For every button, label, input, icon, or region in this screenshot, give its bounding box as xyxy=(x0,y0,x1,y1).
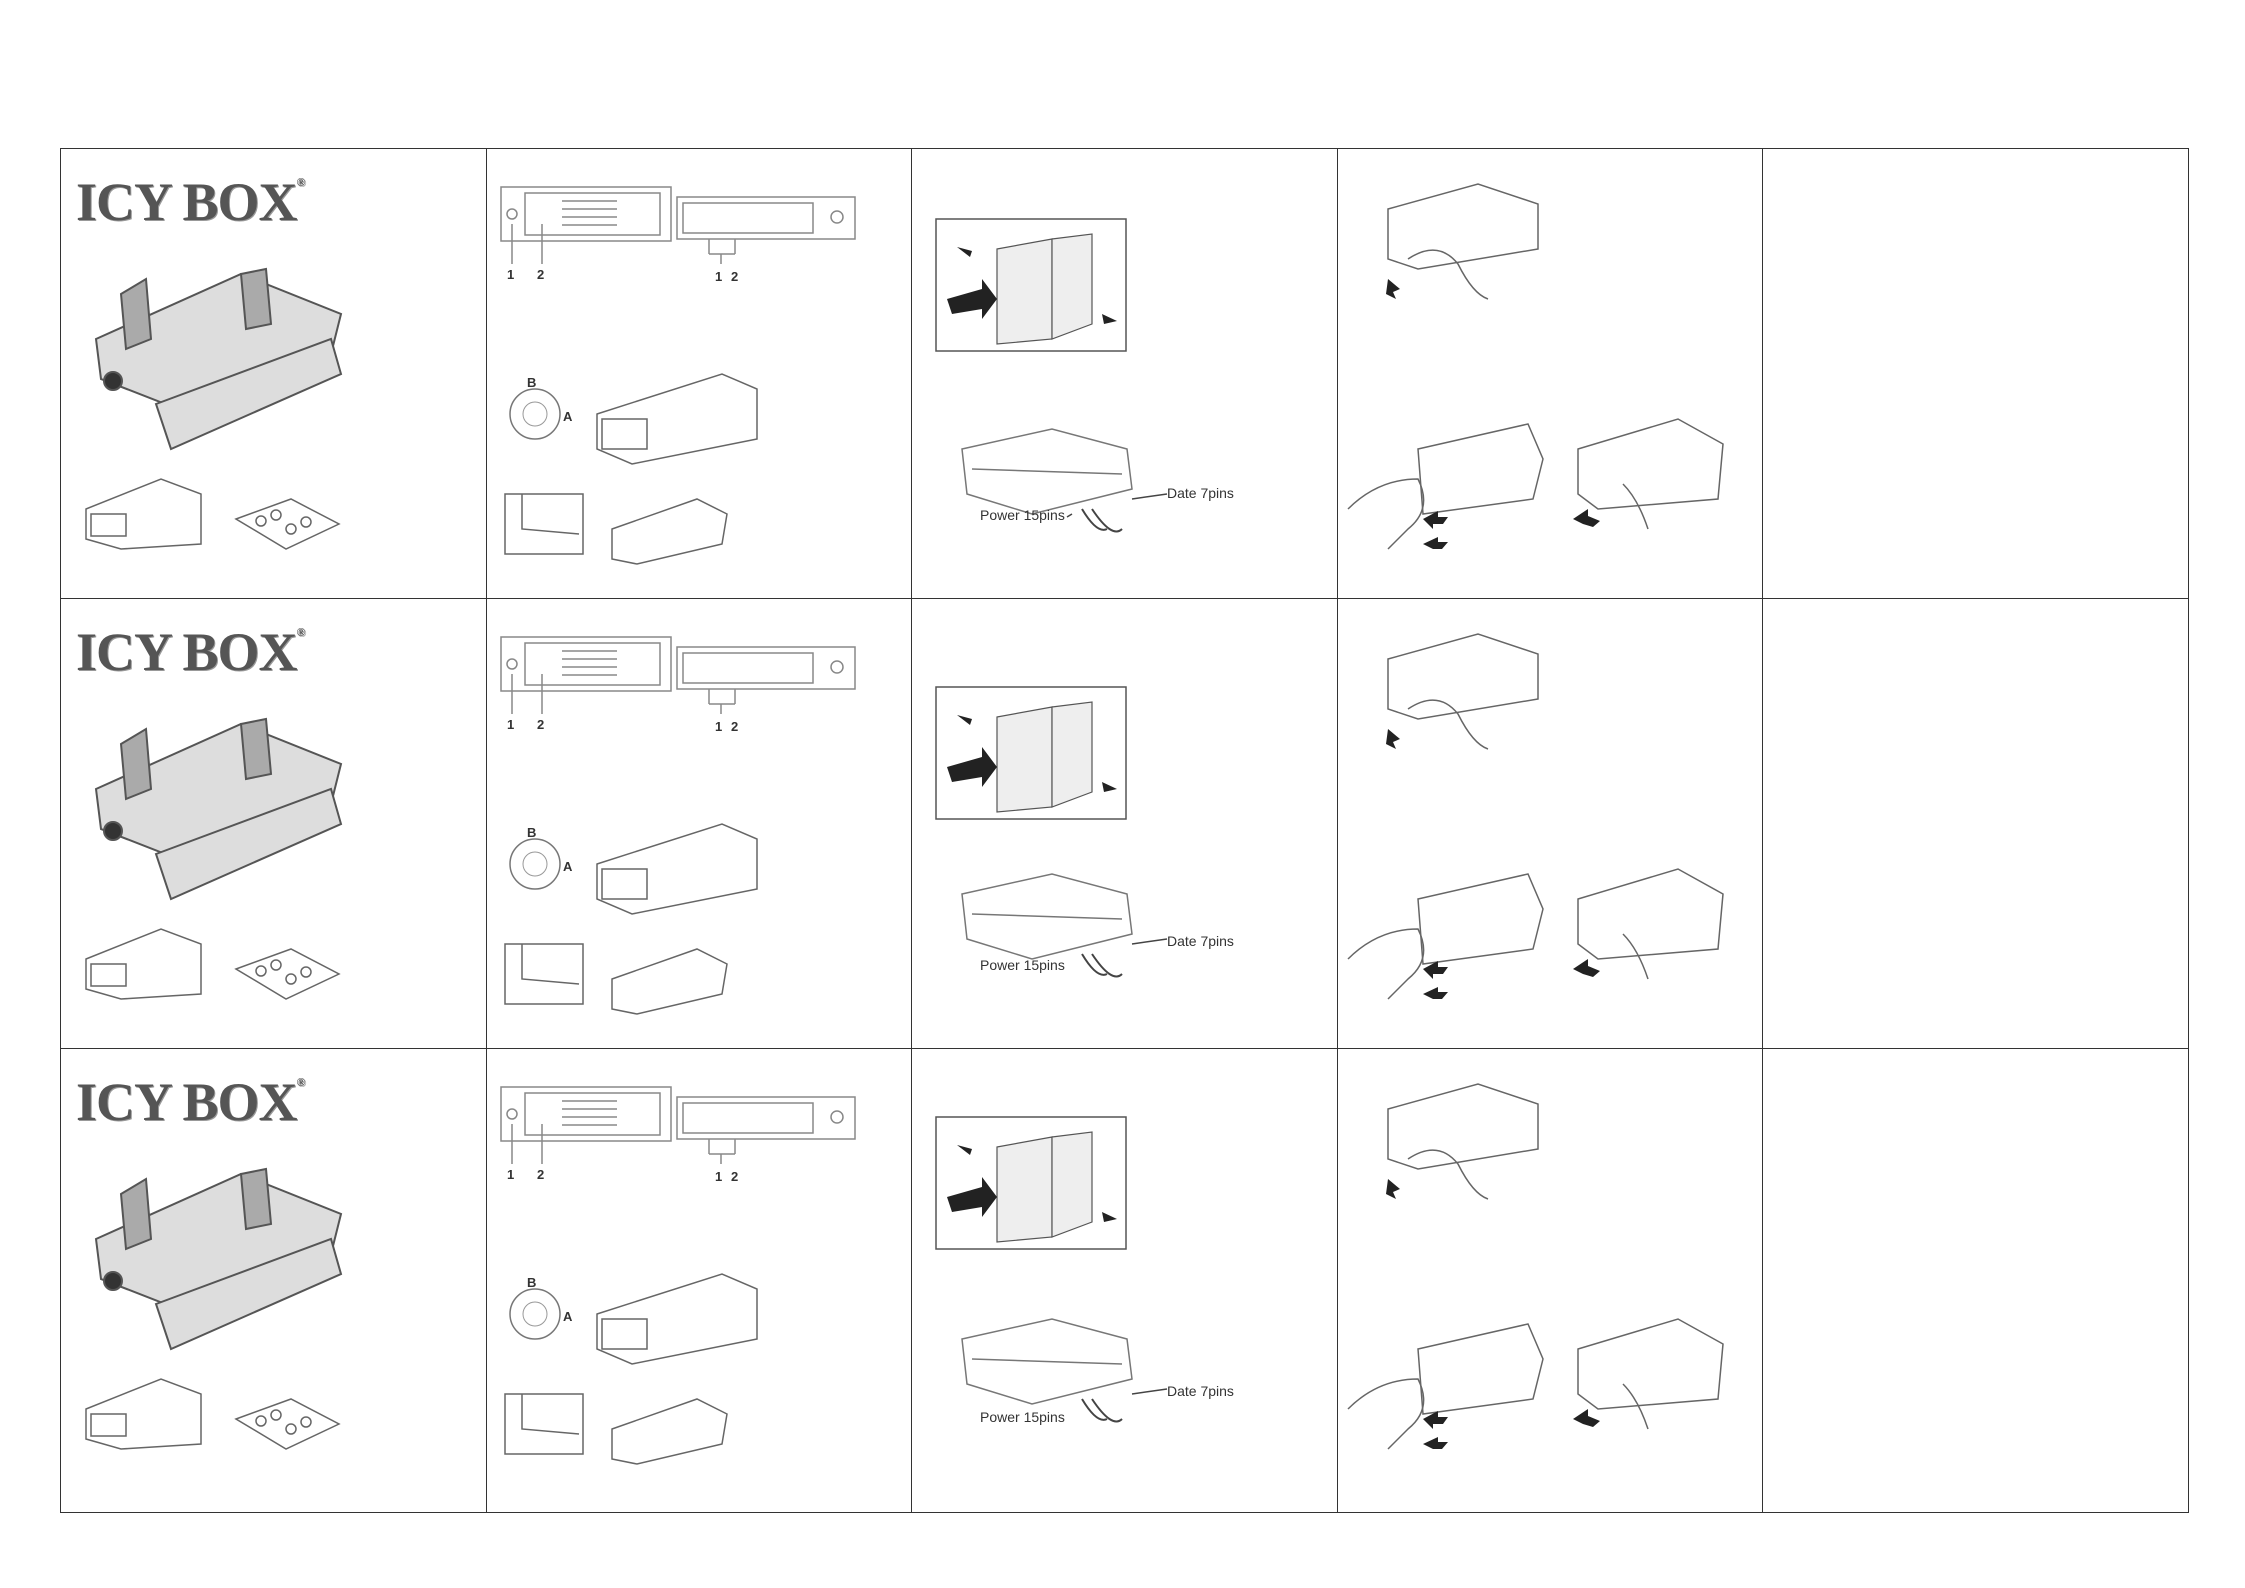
product-illustration xyxy=(61,1049,487,1513)
label-power-15pins: Power 15pins xyxy=(980,1409,1065,1425)
installation-diagram xyxy=(912,1049,1338,1513)
label-num-2b: 2 xyxy=(731,1169,738,1184)
product-illustration xyxy=(61,599,487,1049)
installation-diagram xyxy=(912,149,1338,599)
install-cell-row1: Power 15pins Date 7pins xyxy=(912,149,1338,599)
removal-cell-row3 xyxy=(1338,1049,1763,1513)
label-num-2b: 2 xyxy=(731,269,738,284)
removal-cell-row2 xyxy=(1338,599,1763,1049)
label-data-7pins: Date 7pins xyxy=(1167,933,1234,949)
product-cell-row2: ICY BOX® xyxy=(61,599,487,1049)
installation-diagram xyxy=(912,599,1338,1049)
label-num-1: 1 xyxy=(507,717,514,732)
product-cell-row1: ICY BOX® xyxy=(61,149,487,599)
blank-cell-row1 xyxy=(1763,149,2189,599)
label-data-7pins: Date 7pins xyxy=(1167,485,1234,501)
install-cell-row2: Power 15pins Date 7pins xyxy=(912,599,1338,1049)
product-cell-row3: ICY BOX® xyxy=(61,1049,487,1513)
front-panel-diagram xyxy=(487,599,912,1049)
label-num-1b: 1 xyxy=(715,719,722,734)
label-knob-b: B xyxy=(527,375,536,390)
label-num-1b: 1 xyxy=(715,1169,722,1184)
label-knob-a: A xyxy=(563,1309,572,1324)
label-num-2: 2 xyxy=(537,717,544,732)
label-data-7pins: Date 7pins xyxy=(1167,1383,1234,1399)
layout-cell-row2: 1 2 1 2 B A xyxy=(487,599,912,1049)
label-num-1: 1 xyxy=(507,1167,514,1182)
label-power-15pins: Power 15pins xyxy=(980,507,1065,523)
removal-cell-row1 xyxy=(1338,149,1763,599)
install-cell-row3: Power 15pins Date 7pins xyxy=(912,1049,1338,1513)
removal-diagram xyxy=(1338,599,1763,1049)
label-knob-b: B xyxy=(527,1275,536,1290)
removal-diagram xyxy=(1338,1049,1763,1513)
label-knob-a: A xyxy=(563,409,572,424)
label-knob-b: B xyxy=(527,825,536,840)
label-num-2: 2 xyxy=(537,1167,544,1182)
layout-cell-row3: 1 2 1 2 B A xyxy=(487,1049,912,1513)
front-panel-diagram xyxy=(487,149,912,599)
removal-diagram xyxy=(1338,149,1763,599)
product-illustration xyxy=(61,149,487,599)
blank-cell-row3 xyxy=(1763,1049,2189,1513)
label-power-15pins: Power 15pins xyxy=(980,957,1065,973)
label-knob-a: A xyxy=(563,859,572,874)
label-num-1b: 1 xyxy=(715,269,722,284)
label-num-1: 1 xyxy=(507,267,514,282)
manual-sheet: ICY BOX® xyxy=(60,148,2189,1513)
label-num-2b: 2 xyxy=(731,719,738,734)
blank-cell-row2 xyxy=(1763,599,2189,1049)
label-num-2: 2 xyxy=(537,267,544,282)
layout-cell-row1: 1 2 1 2 B A xyxy=(487,149,912,599)
front-panel-diagram xyxy=(487,1049,912,1513)
